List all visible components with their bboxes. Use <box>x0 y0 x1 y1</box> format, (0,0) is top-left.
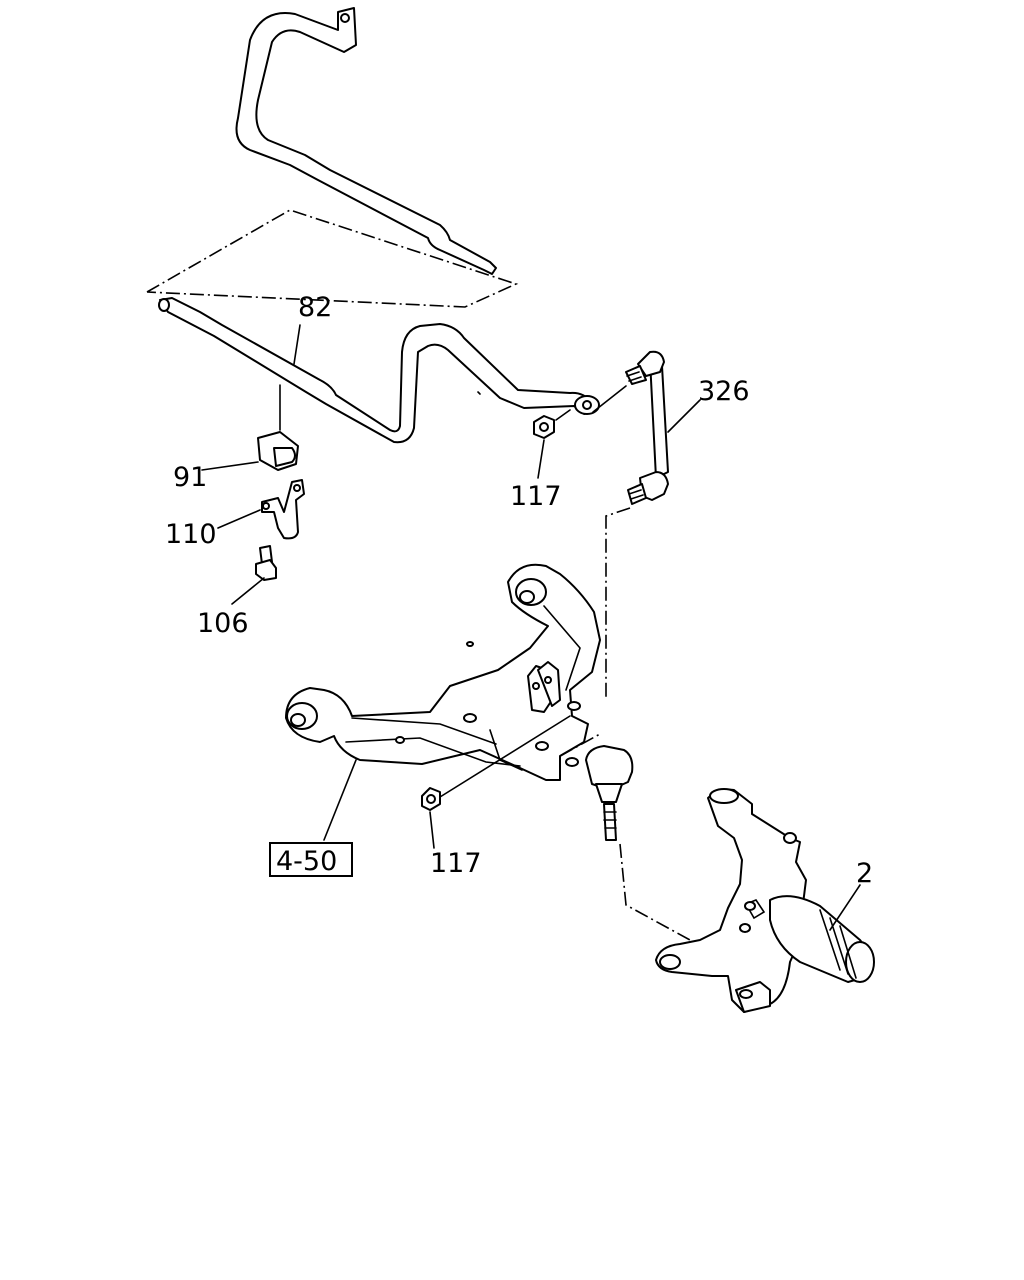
bar-alignment-lines <box>146 209 519 308</box>
stabilizer-link-326 <box>592 350 669 700</box>
bolt-106 <box>255 545 277 581</box>
stabilizer-bar-82 <box>158 297 600 444</box>
nut-117-upper <box>533 409 571 439</box>
steering-knuckle-2 <box>655 788 875 1013</box>
label-bushing: 91 <box>173 462 207 493</box>
nut-117-lower <box>421 787 441 811</box>
bracket-110 <box>261 479 305 540</box>
lower-control-arm <box>285 563 601 798</box>
label-knuckle: 2 <box>856 858 873 889</box>
label-nut-lower: 117 <box>430 848 482 879</box>
label-bracket: 110 <box>165 519 217 550</box>
reference-box <box>269 842 353 877</box>
label-link: 326 <box>698 376 750 407</box>
stabilizer-bar-upper <box>235 7 497 275</box>
label-nut-upper: 117 <box>510 481 562 512</box>
ball-joint <box>585 745 691 941</box>
label-reference: 4-50 <box>276 846 337 877</box>
bushing-91 <box>257 384 299 471</box>
label-bolt: 106 <box>197 608 249 639</box>
label-stabilizer-bar: 82 <box>298 292 332 323</box>
leader-lines <box>201 324 861 931</box>
